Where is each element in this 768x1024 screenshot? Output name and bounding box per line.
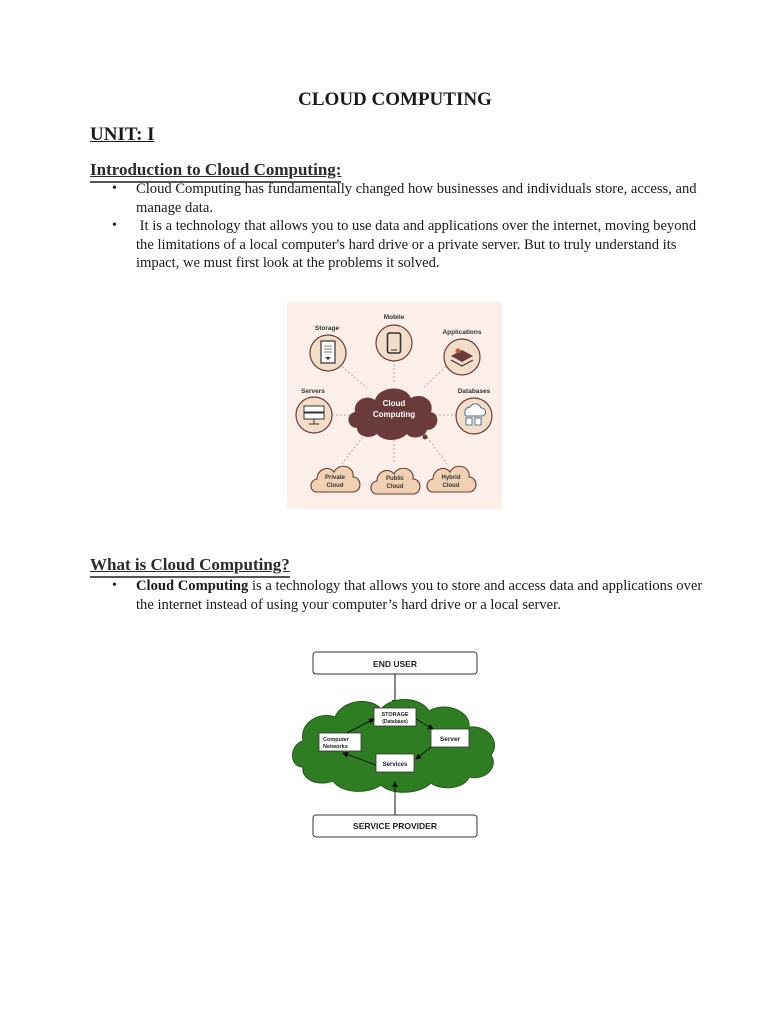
private-cloud-label-1: Private [325, 475, 346, 481]
what-bullet-text: is a technology that allows you to store… [136, 578, 706, 613]
storage-box [373, 707, 417, 727]
unit-heading: UNIT: I [90, 124, 155, 145]
intro-bullet-2-text: It is a technology that allows you to us… [136, 218, 700, 271]
bullet-icon: • [112, 181, 117, 196]
hybrid-cloud-label-1: Hybrid [441, 475, 460, 481]
node-label-mobile: Mobile [384, 314, 405, 321]
intro-bullet-list: • Cloud Computing has fundamentally chan… [90, 180, 705, 273]
databases-icon [455, 397, 493, 435]
intro-bullet-2: • It is a technology that allows you to … [90, 217, 705, 273]
intro-bullet-1: • Cloud Computing has fundamentally chan… [90, 180, 705, 217]
hybrid-cloud-icon [426, 465, 477, 493]
networks-box [318, 732, 362, 752]
hybrid-cloud-label-2: Cloud [443, 483, 460, 489]
servers-icon [295, 396, 333, 434]
cloud-architecture-diagram: END USER STORAGE (Database) Computer Net… [292, 651, 496, 838]
storage-icon [309, 334, 347, 372]
services-box [375, 753, 415, 773]
public-cloud-label-1: Public [386, 476, 405, 482]
node-label-servers: Servers [301, 388, 325, 395]
server-box [430, 728, 470, 748]
center-label-line2: Computing [373, 410, 415, 419]
what-bullet-bold: Cloud Computing [136, 578, 249, 594]
storage-label-1: STORAGE [381, 712, 408, 718]
private-cloud-label-2: Cloud [327, 483, 344, 489]
service-provider-label: SERVICE PROVIDER [353, 821, 437, 831]
intro-bullet-1-text: Cloud Computing has fundamentally change… [136, 181, 697, 216]
cloud-computing-diagram: Mobile Storage Applications Servers Data… [287, 302, 502, 509]
services-label: Services [383, 762, 408, 768]
node-label-storage: Storage [315, 325, 340, 332]
cycle-arrows [342, 718, 434, 766]
mobile-icon [375, 324, 413, 362]
public-cloud-label-2: Cloud [387, 484, 404, 490]
networks-label-1: Computer [323, 737, 350, 743]
green-cloud-icon [292, 699, 496, 793]
public-cloud-icon [370, 467, 421, 495]
bullet-icon: • [112, 578, 117, 593]
node-label-applications: Applications [442, 329, 481, 336]
center-label-line1: Cloud [383, 399, 406, 408]
applications-icon [443, 338, 481, 376]
node-label-databases: Databases [458, 388, 491, 395]
networks-label-2: Networks [323, 744, 348, 750]
what-bullet-1: • Cloud Computing is a technology that a… [90, 577, 705, 614]
what-bullet-list: • Cloud Computing is a technology that a… [90, 577, 705, 614]
end-user-label: END USER [373, 659, 417, 669]
service-provider-box [312, 814, 478, 838]
bullet-icon: • [112, 218, 117, 233]
private-cloud-icon [310, 465, 361, 493]
page-title: CLOUD COMPUTING [298, 89, 492, 110]
storage-label-2: (Database) [382, 719, 408, 725]
cloud-icon [348, 388, 438, 440]
server-label: Server [440, 736, 461, 743]
intro-heading: Introduction to Cloud Computing: [90, 160, 342, 183]
what-heading: What is Cloud Computing? [90, 555, 290, 578]
connector-lines [332, 360, 457, 465]
